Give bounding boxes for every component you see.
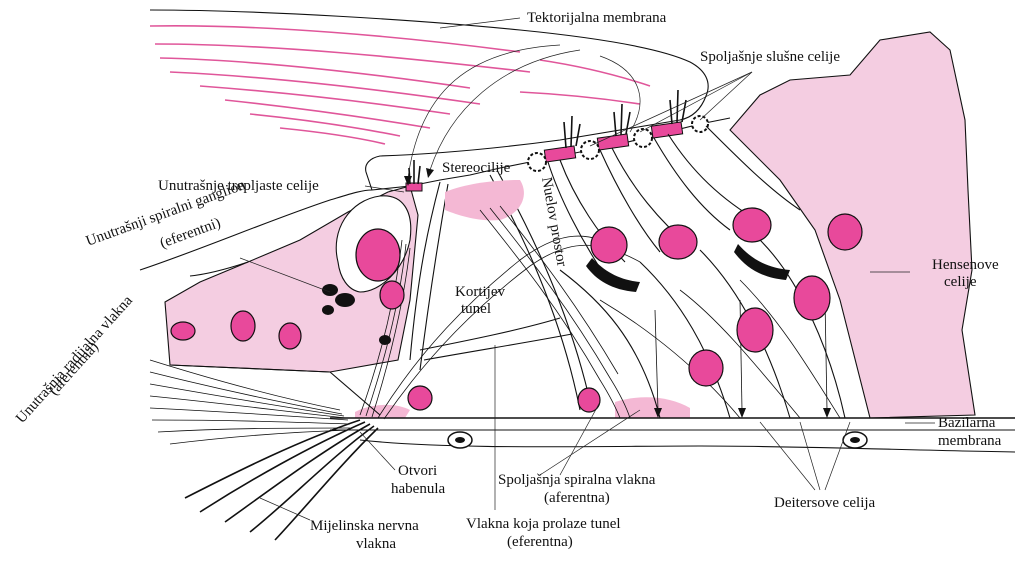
arrow-curve [600,56,640,132]
label-otvori: Otvori [398,463,437,479]
synapse [322,305,334,315]
cuticular-plate [528,153,546,171]
tectorial-fiber [155,44,530,72]
label-deitersove: Deitersove celija [774,495,876,511]
stereocilium [670,100,672,124]
stereocilium [614,112,616,136]
label-nuelov-prostor: Nuelov prostor [538,176,569,268]
nucleus [380,281,404,309]
label-spiralna-1: Spoljašnja spiralna vlakna [498,472,656,488]
arrow-head [823,408,831,418]
label-mijelinska-1: Mijelinska nervna [310,518,419,534]
cuticular-plate [692,116,708,132]
pillar-head-stipple [445,180,524,220]
nucleus [279,323,301,349]
stereocilium [576,124,580,146]
stereocilium [564,122,566,148]
label-spiralna-2: (aferentna) [544,490,610,506]
stereocilium [418,166,420,184]
synapse [379,335,391,345]
outer-hair-cell-cap [597,134,628,150]
cuticular-plate [634,129,652,147]
label-tektorijalna-membrana: Tektorijalna membrana [527,10,667,26]
lower-edge [170,365,380,415]
tectorial-fiber [540,60,650,86]
nucleus [659,225,697,259]
leader-deiters [800,422,820,490]
outer-hair-cell-wall [654,138,730,230]
efferent-fiber [655,310,658,410]
deiters-cell [560,270,660,418]
synapse [335,293,355,307]
stereocilium [626,112,630,134]
nucleus [689,350,723,386]
label-tunel: tunel [461,301,491,317]
nucleus [591,227,627,263]
nucleus [171,322,195,340]
cuticular-plate [581,141,599,159]
stereocilium [621,104,622,135]
vessel-lumen [850,437,860,443]
nucleus [794,276,830,320]
tectorial-fiber [150,26,520,52]
myelinated-fiber [250,426,374,532]
label-hensenove-2: celije [944,274,977,290]
label-vlakna-tunel-1: Vlakna koja prolaze tunel [466,516,621,532]
label-stereocilije: Stereocilije [442,160,511,176]
fiber [152,420,350,424]
nucleus [733,208,771,242]
tectorial-arrows [404,45,640,186]
label-kortijev: Kortijev [455,284,505,300]
label-mijelinska-2: vlakna [356,536,396,552]
label-spoljasnje-slusne-celije: Spoljašnje slušne celije [700,49,840,65]
leader-otvori [360,432,395,470]
nucleus [356,229,400,281]
nucleus [737,308,773,352]
nucleus [408,386,432,410]
label-bazilarna-2: membrana [938,433,1002,449]
vessel-lumen [455,437,465,443]
label-habenula: habenula [391,481,445,497]
label-bazilarna-1: Bazilarna [938,415,996,431]
nucleus [231,311,255,341]
fiber [150,372,342,414]
label-hensenove-1: Hensenove [932,257,999,273]
tectorial-fiber [200,86,450,114]
stereocilium [571,116,572,147]
tectorial-membrane-outline [150,10,708,190]
tectorial-fiber [520,92,640,104]
arrow-head [426,168,434,178]
label-vlakna-tunel-2: (eferentna) [507,534,573,550]
fiber [150,408,348,420]
tectorial-membrane [150,10,708,190]
outer-hair-cell-cap [544,146,575,162]
leader-deiters [825,422,850,490]
fiber [150,384,344,416]
nucleus [828,214,862,250]
myelinated-fiber [225,424,370,522]
leader-spiralna [560,402,600,475]
fiber [150,396,346,418]
cup-dark [734,244,790,280]
tunnel-fiber [424,334,572,360]
leader-deiters [760,422,815,490]
